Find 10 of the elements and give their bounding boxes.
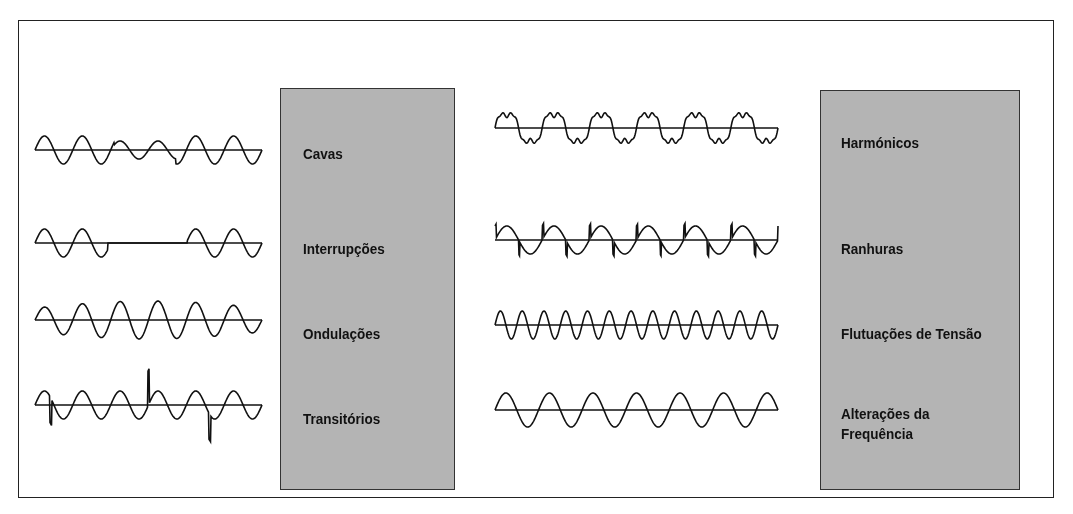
disturbance-label: Ranhuras: [841, 239, 905, 259]
disturbance-label: Ondulações: [303, 324, 382, 344]
label-panel: [820, 90, 1020, 490]
disturbance-label: Transitórios: [303, 409, 382, 429]
disturbance-label: Alterações da Frequência: [841, 404, 931, 444]
disturbance-label: Interrupções: [303, 239, 386, 259]
disturbance-label: Cavas: [303, 144, 344, 164]
disturbance-label: Harmónicos: [841, 133, 921, 153]
label-panel: [280, 88, 455, 490]
disturbance-label: Flutuações de Tensão: [841, 324, 983, 344]
